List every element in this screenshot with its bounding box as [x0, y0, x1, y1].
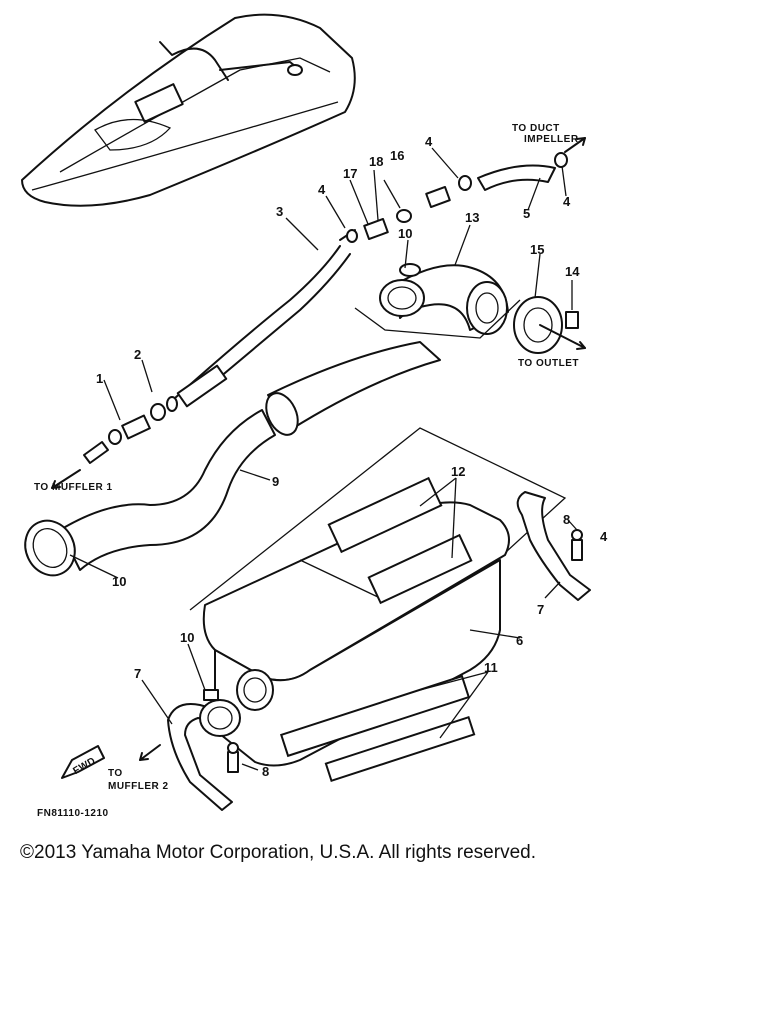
label-to-outlet: TO OUTLET [518, 358, 579, 369]
callout-3: 3 [276, 204, 283, 219]
exhaust-parts-diagram: 1 2 3 4 4 4 5 6 7 7 8 8 9 10 10 10 11 12… [21, 13, 608, 819]
band-7-right [516, 491, 591, 601]
callout-9: 9 [272, 474, 279, 489]
callout-4-c: 4 [563, 194, 571, 209]
callout-6: 6 [516, 633, 523, 648]
leader-lines [69, 147, 578, 771]
callout-4-edge: 4 [600, 529, 608, 544]
callout-18: 18 [369, 154, 383, 169]
callout-13: 13 [465, 210, 479, 225]
callout-2: 2 [134, 347, 141, 362]
callout-8-left: 8 [262, 764, 269, 779]
callout-numbers: 1 2 3 4 4 4 5 6 7 7 8 8 9 10 10 10 11 12… [96, 134, 608, 779]
hose-3 [174, 245, 351, 408]
label-to-muffler-2: MUFFLER 2 [108, 781, 169, 792]
callout-8-right: 8 [563, 512, 570, 527]
diagram-labels: TO DUCT IMPELLER TO OUTLET TO MUFFLER 1 … [34, 123, 579, 819]
band-7-left [139, 703, 239, 811]
callout-10-lower: 10 [180, 630, 194, 645]
part-code: FN81110-1210 [37, 808, 109, 819]
elbow-assembly-13 [354, 263, 586, 354]
callout-14: 14 [565, 264, 580, 279]
callout-16: 16 [390, 148, 404, 163]
callout-17: 17 [343, 166, 357, 181]
muffler-6 [189, 427, 567, 782]
label-to-muffler-1: TO MUFFLER 1 [34, 482, 113, 493]
callout-10-lower-left: 10 [112, 574, 126, 589]
fitting-assembly-left [51, 396, 178, 489]
callout-5: 5 [523, 206, 530, 221]
label-to-duct: TO DUCT [512, 123, 560, 134]
fwd-arrow-icon [61, 745, 105, 779]
callout-15: 15 [530, 242, 544, 257]
callout-11: 11 [484, 660, 498, 675]
exhaust-hose-9 [24, 341, 441, 577]
callout-12: 12 [451, 464, 465, 479]
callout-7-left: 7 [134, 666, 141, 681]
clamp-10-lower [199, 689, 241, 737]
callout-4-a: 4 [318, 182, 326, 197]
callout-7-right: 7 [537, 602, 544, 617]
callout-10-upper: 10 [398, 226, 412, 241]
label-to-muffler-2-to: TO [108, 768, 123, 779]
watercraft-illustration [21, 13, 356, 207]
callout-1: 1 [96, 371, 103, 386]
label-impeller: IMPELLER [524, 134, 579, 145]
fitting-assembly-upper [339, 137, 586, 243]
copyright-notice: ©2013 Yamaha Motor Corporation, U.S.A. A… [20, 842, 536, 863]
callout-4-b: 4 [425, 134, 433, 149]
